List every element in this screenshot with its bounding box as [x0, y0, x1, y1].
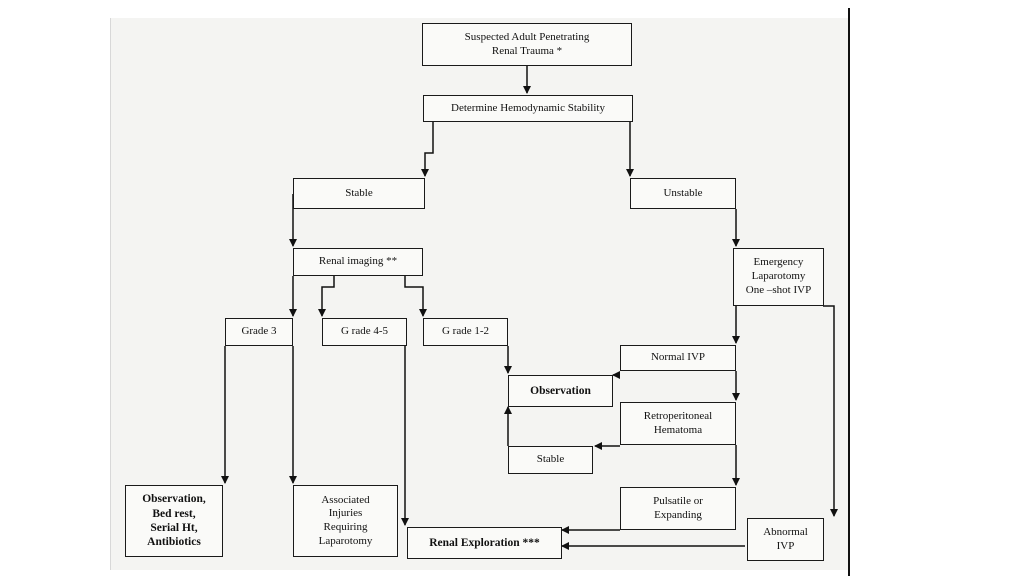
node-suspected-trauma: Suspected Adult Penetrating Renal Trauma… [422, 23, 632, 66]
node-hemodynamic-stability: Determine Hemodynamic Stability [423, 95, 633, 122]
node-observation: Observation [508, 375, 613, 407]
node-associated-injuries: Associated Injuries Requiring Laparotomy [293, 485, 398, 557]
node-grade-3: Grade 3 [225, 318, 293, 346]
node-retroperitoneal-hematoma: Retroperitoneal Hematoma [620, 402, 736, 445]
node-pulsatile-expanding: Pulsatile or Expanding [620, 487, 736, 530]
node-renal-imaging: Renal imaging ** [293, 248, 423, 276]
node-abnormal-ivp: Abnormal IVP [747, 518, 824, 561]
node-renal-exploration: Renal Exploration *** [407, 527, 562, 559]
arrow-emergency-to-abnormal [823, 305, 838, 517]
node-stable: Stable [293, 178, 425, 209]
node-emergency-laparotomy: Emergency Laparotomy One –shot IVP [733, 248, 824, 306]
node-stable-2: Stable [508, 446, 593, 474]
arrow-imaging-to-grade45 [318, 276, 335, 317]
node-grade-4-5: G rade 4-5 [322, 318, 407, 346]
node-grade-1-2: G rade 1-2 [423, 318, 508, 346]
node-normal-ivp: Normal IVP [620, 345, 736, 371]
node-unstable: Unstable [630, 178, 736, 209]
vertical-divider [848, 8, 850, 576]
arrow-imaging-to-grade12 [404, 276, 427, 317]
node-observation-bed-rest: Observation, Bed rest, Serial Ht, Antibi… [125, 485, 223, 557]
arrow-hemo-to-stable [421, 122, 434, 177]
